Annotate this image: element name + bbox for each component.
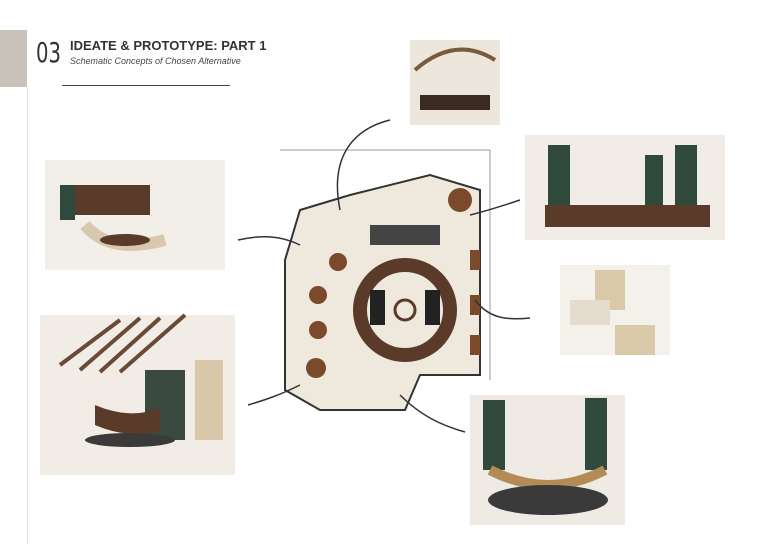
section-tab xyxy=(0,30,27,87)
title-underline xyxy=(62,85,230,86)
sketch-top-left xyxy=(45,160,225,270)
sketch-bottom-right xyxy=(470,395,625,525)
sketch-top xyxy=(410,40,500,125)
page-title: IDEATE & PROTOTYPE: PART 1 xyxy=(70,38,267,53)
sketch-top-right xyxy=(525,135,725,240)
sketch-mid-right xyxy=(560,265,670,355)
page-edge-line xyxy=(27,87,28,544)
section-number: 03 xyxy=(36,36,61,69)
arrows xyxy=(237,119,531,433)
floor-plan xyxy=(280,149,491,411)
sketch-bottom-left xyxy=(40,313,235,475)
page-subtitle: Schematic Concepts of Chosen Alternative xyxy=(70,56,241,66)
